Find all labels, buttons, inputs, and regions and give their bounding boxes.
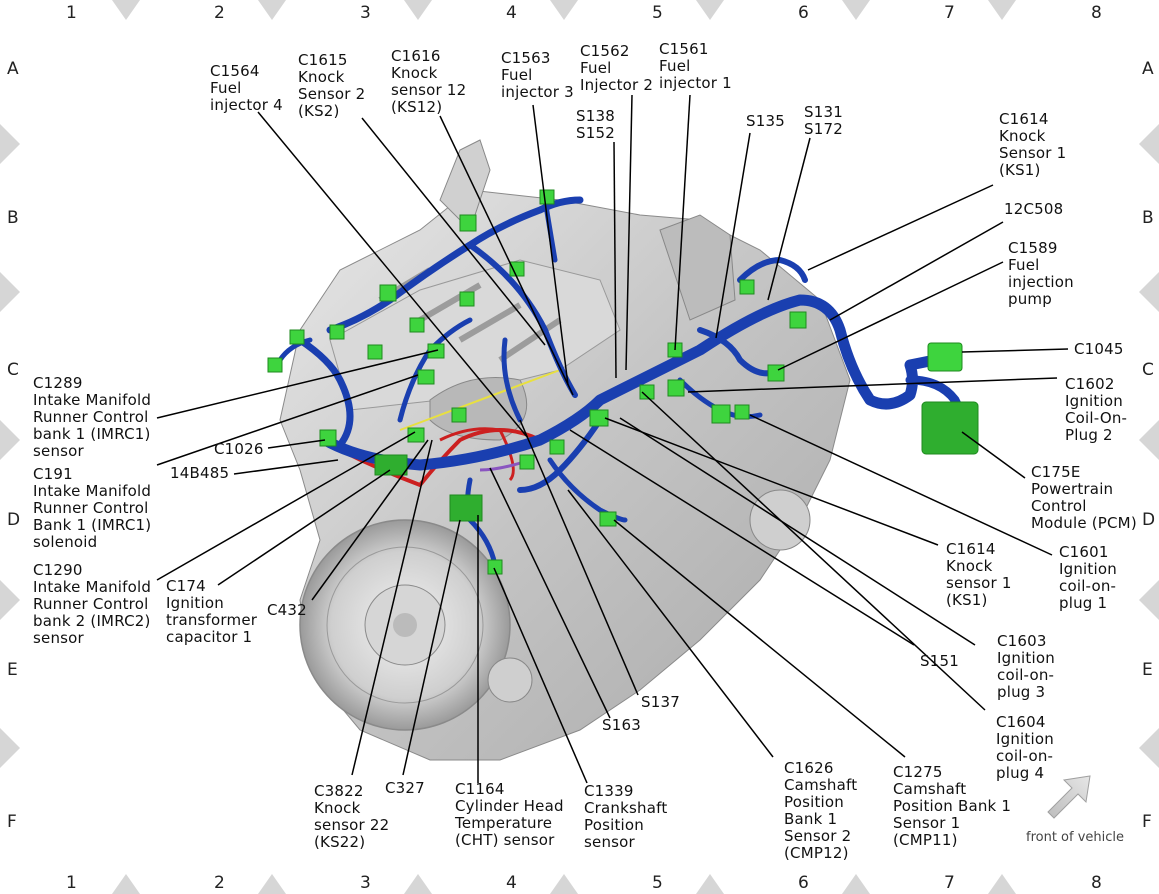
grid-row-c: C — [7, 360, 19, 380]
grid-col-5-bottom: 5 — [652, 873, 663, 893]
label-c1604: C1604 Ignition coil-on- plug 4 — [996, 713, 1054, 782]
label-c432: C432 — [267, 601, 307, 619]
connector-c1045 — [927, 342, 963, 372]
grid-row-a-right: A — [1142, 59, 1154, 79]
grid-col-8: 8 — [1091, 3, 1102, 23]
grid-row-b-right: B — [1142, 208, 1154, 228]
label-c1589: C1589 Fuel injection pump — [1008, 239, 1074, 308]
label-s131-s172: S131 S172 — [804, 103, 843, 138]
grid-col-7-bottom: 7 — [944, 873, 955, 893]
label-c1275: C1275 Camshaft Position Bank 1 Sensor 1 … — [893, 763, 1012, 849]
grid-row-f: F — [7, 812, 17, 832]
grid-col-6-bottom: 6 — [798, 873, 809, 893]
label-c1614-top: C1614 Knock Sensor 1 (KS1) — [999, 110, 1067, 179]
label-s163: S163 — [602, 716, 641, 734]
grid-row-e-right: E — [1142, 660, 1153, 680]
label-c1601: C1601 Ignition coil-on- plug 1 — [1059, 543, 1117, 612]
grid-col-6: 6 — [798, 3, 809, 23]
label-c191: C191 Intake Manifold Runner Control Bank… — [33, 465, 152, 551]
grid-row-f-right: F — [1142, 812, 1152, 832]
label-12c508: 12C508 — [1004, 200, 1064, 218]
grid-row-a: A — [7, 59, 19, 79]
label-c1339: C1339 Crankshaft Position sensor — [584, 782, 668, 851]
grid-col-4-bottom: 4 — [506, 873, 517, 893]
grid-col-1-bottom: 1 — [66, 873, 77, 893]
grid-col-4: 4 — [506, 3, 517, 23]
label-c1602: C1602 Ignition Coil-On- Plug 2 — [1065, 375, 1128, 444]
label-c1615: C1615 Knock Sensor 2 (KS2) — [298, 51, 366, 120]
label-s137: S137 — [641, 693, 680, 711]
label-c1290: C1290 Intake Manifold Runner Control ban… — [33, 561, 152, 647]
label-c1563: C1563 Fuel injector 3 — [501, 49, 574, 101]
label-c327: C327 — [385, 779, 425, 797]
label-c3822: C3822 Knock sensor 22 (KS22) — [314, 782, 390, 851]
connector-pcm — [921, 401, 979, 455]
label-s138-s152: S138 S152 — [576, 107, 615, 142]
engine-illustration — [279, 139, 851, 761]
label-s151: S151 — [920, 652, 959, 670]
border-diamond-top — [112, 0, 140, 20]
front-arrow-icon — [1047, 775, 1091, 819]
label-c1603: C1603 Ignition coil-on- plug 3 — [997, 632, 1055, 701]
leader-lines — [156, 94, 1069, 784]
label-c1564: C1564 Fuel injector 4 — [210, 62, 283, 114]
label-14b485: 14B485 — [170, 464, 230, 482]
grid-col-3: 3 — [360, 3, 371, 23]
label-c1026: C1026 — [214, 440, 264, 458]
grid-col-1: 1 — [66, 3, 77, 23]
grid-row-b: B — [7, 208, 19, 228]
label-c1045: C1045 — [1074, 340, 1124, 358]
label-c1616: C1616 Knock sensor 12 (KS12) — [391, 47, 467, 116]
label-c174: C174 Ignition transformer capacitor 1 — [166, 577, 258, 646]
front-of-vehicle-note: front of vehicle — [1026, 830, 1125, 845]
label-c1614-bottom: C1614 Knock sensor 1 (KS1) — [946, 540, 1012, 609]
label-c1289: C1289 Intake Manifold Runner Control ban… — [33, 374, 152, 460]
grid-col-5: 5 — [652, 3, 663, 23]
grid-row-d: D — [7, 510, 21, 530]
grid-row-d-right: D — [1142, 510, 1156, 530]
label-c1626: C1626 Camshaft Position Bank 1 Sensor 2 … — [784, 759, 858, 862]
grid-col-7: 7 — [944, 3, 955, 23]
grid-col-2: 2 — [214, 3, 225, 23]
grid-col-2-bottom: 2 — [214, 873, 225, 893]
label-c1562: C1562 Fuel Injector 2 — [580, 42, 654, 94]
label-c175e: C175E Powertrain Control Module (PCM) — [1031, 463, 1137, 532]
label-c1164: C1164 Cylinder Head Temperature (CHT) se… — [455, 780, 564, 849]
grid-row-e: E — [7, 660, 18, 680]
grid-col-8-bottom: 8 — [1091, 873, 1102, 893]
grid-row-c-right: C — [1142, 360, 1154, 380]
label-c1561: C1561 Fuel injector 1 — [659, 40, 732, 92]
wiring-harness — [277, 196, 967, 568]
grid-col-3-bottom: 3 — [360, 873, 371, 893]
label-s135: S135 — [746, 112, 785, 130]
